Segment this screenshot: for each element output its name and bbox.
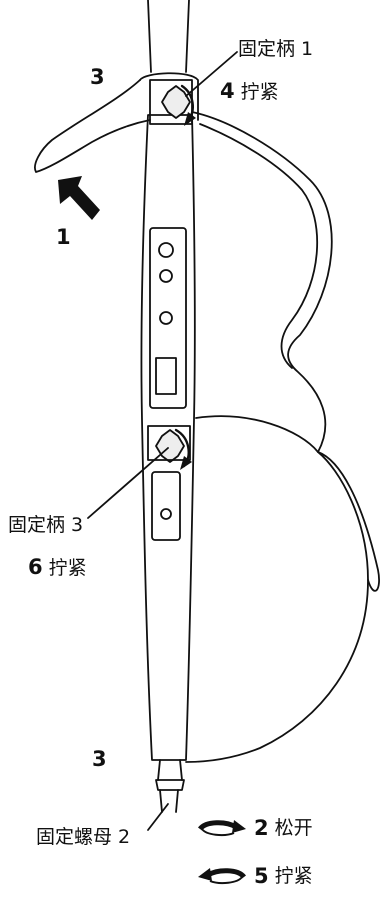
step-4-text: 拧紧 <box>240 81 279 103</box>
step-3-top: 3 <box>90 65 105 89</box>
step-6-text: 拧紧 <box>48 557 87 579</box>
step-1-arrow-label: 1 <box>56 225 71 249</box>
step-6-number: 6 <box>28 555 43 579</box>
clamp-3-label: 固定柄 3 <box>8 514 84 536</box>
rotate-tighten-icon <box>198 868 246 885</box>
upper-bout-frame <box>34 79 151 173</box>
leader-nut2 <box>147 803 169 831</box>
legend-tighten-number: 5 <box>254 864 269 888</box>
legend-loosen: 2 松开 <box>196 816 313 840</box>
lower-panel <box>151 471 181 541</box>
leader-clamp1 <box>185 51 238 97</box>
legend-loosen-text: 松开 <box>274 817 313 839</box>
clamp-1-label: 固定柄 1 <box>238 38 314 60</box>
body-center <box>140 114 196 761</box>
step-4-label: 4 拧紧 <box>220 80 279 103</box>
control-panel <box>149 227 187 409</box>
right-upper-frame <box>191 111 333 453</box>
nut-2-label: 固定螺母 2 <box>36 826 131 848</box>
clamp-3-knob <box>155 429 185 463</box>
lower-right-frame <box>185 415 369 763</box>
endpin <box>157 759 183 781</box>
rotate-loosen-icon <box>198 820 246 837</box>
leader-clamp3 <box>87 447 169 519</box>
step-3-bottom: 3 <box>92 747 107 771</box>
legend-tighten: 5 拧紧 <box>196 864 313 888</box>
legend-loosen-number: 2 <box>254 816 269 840</box>
step-6-label: 6 拧紧 <box>28 556 87 579</box>
lift-arrow <box>58 176 100 220</box>
legend-tighten-text: 拧紧 <box>274 865 313 887</box>
neck <box>147 0 190 73</box>
clamp-1-knob <box>161 85 191 119</box>
step-4-number: 4 <box>220 79 235 103</box>
